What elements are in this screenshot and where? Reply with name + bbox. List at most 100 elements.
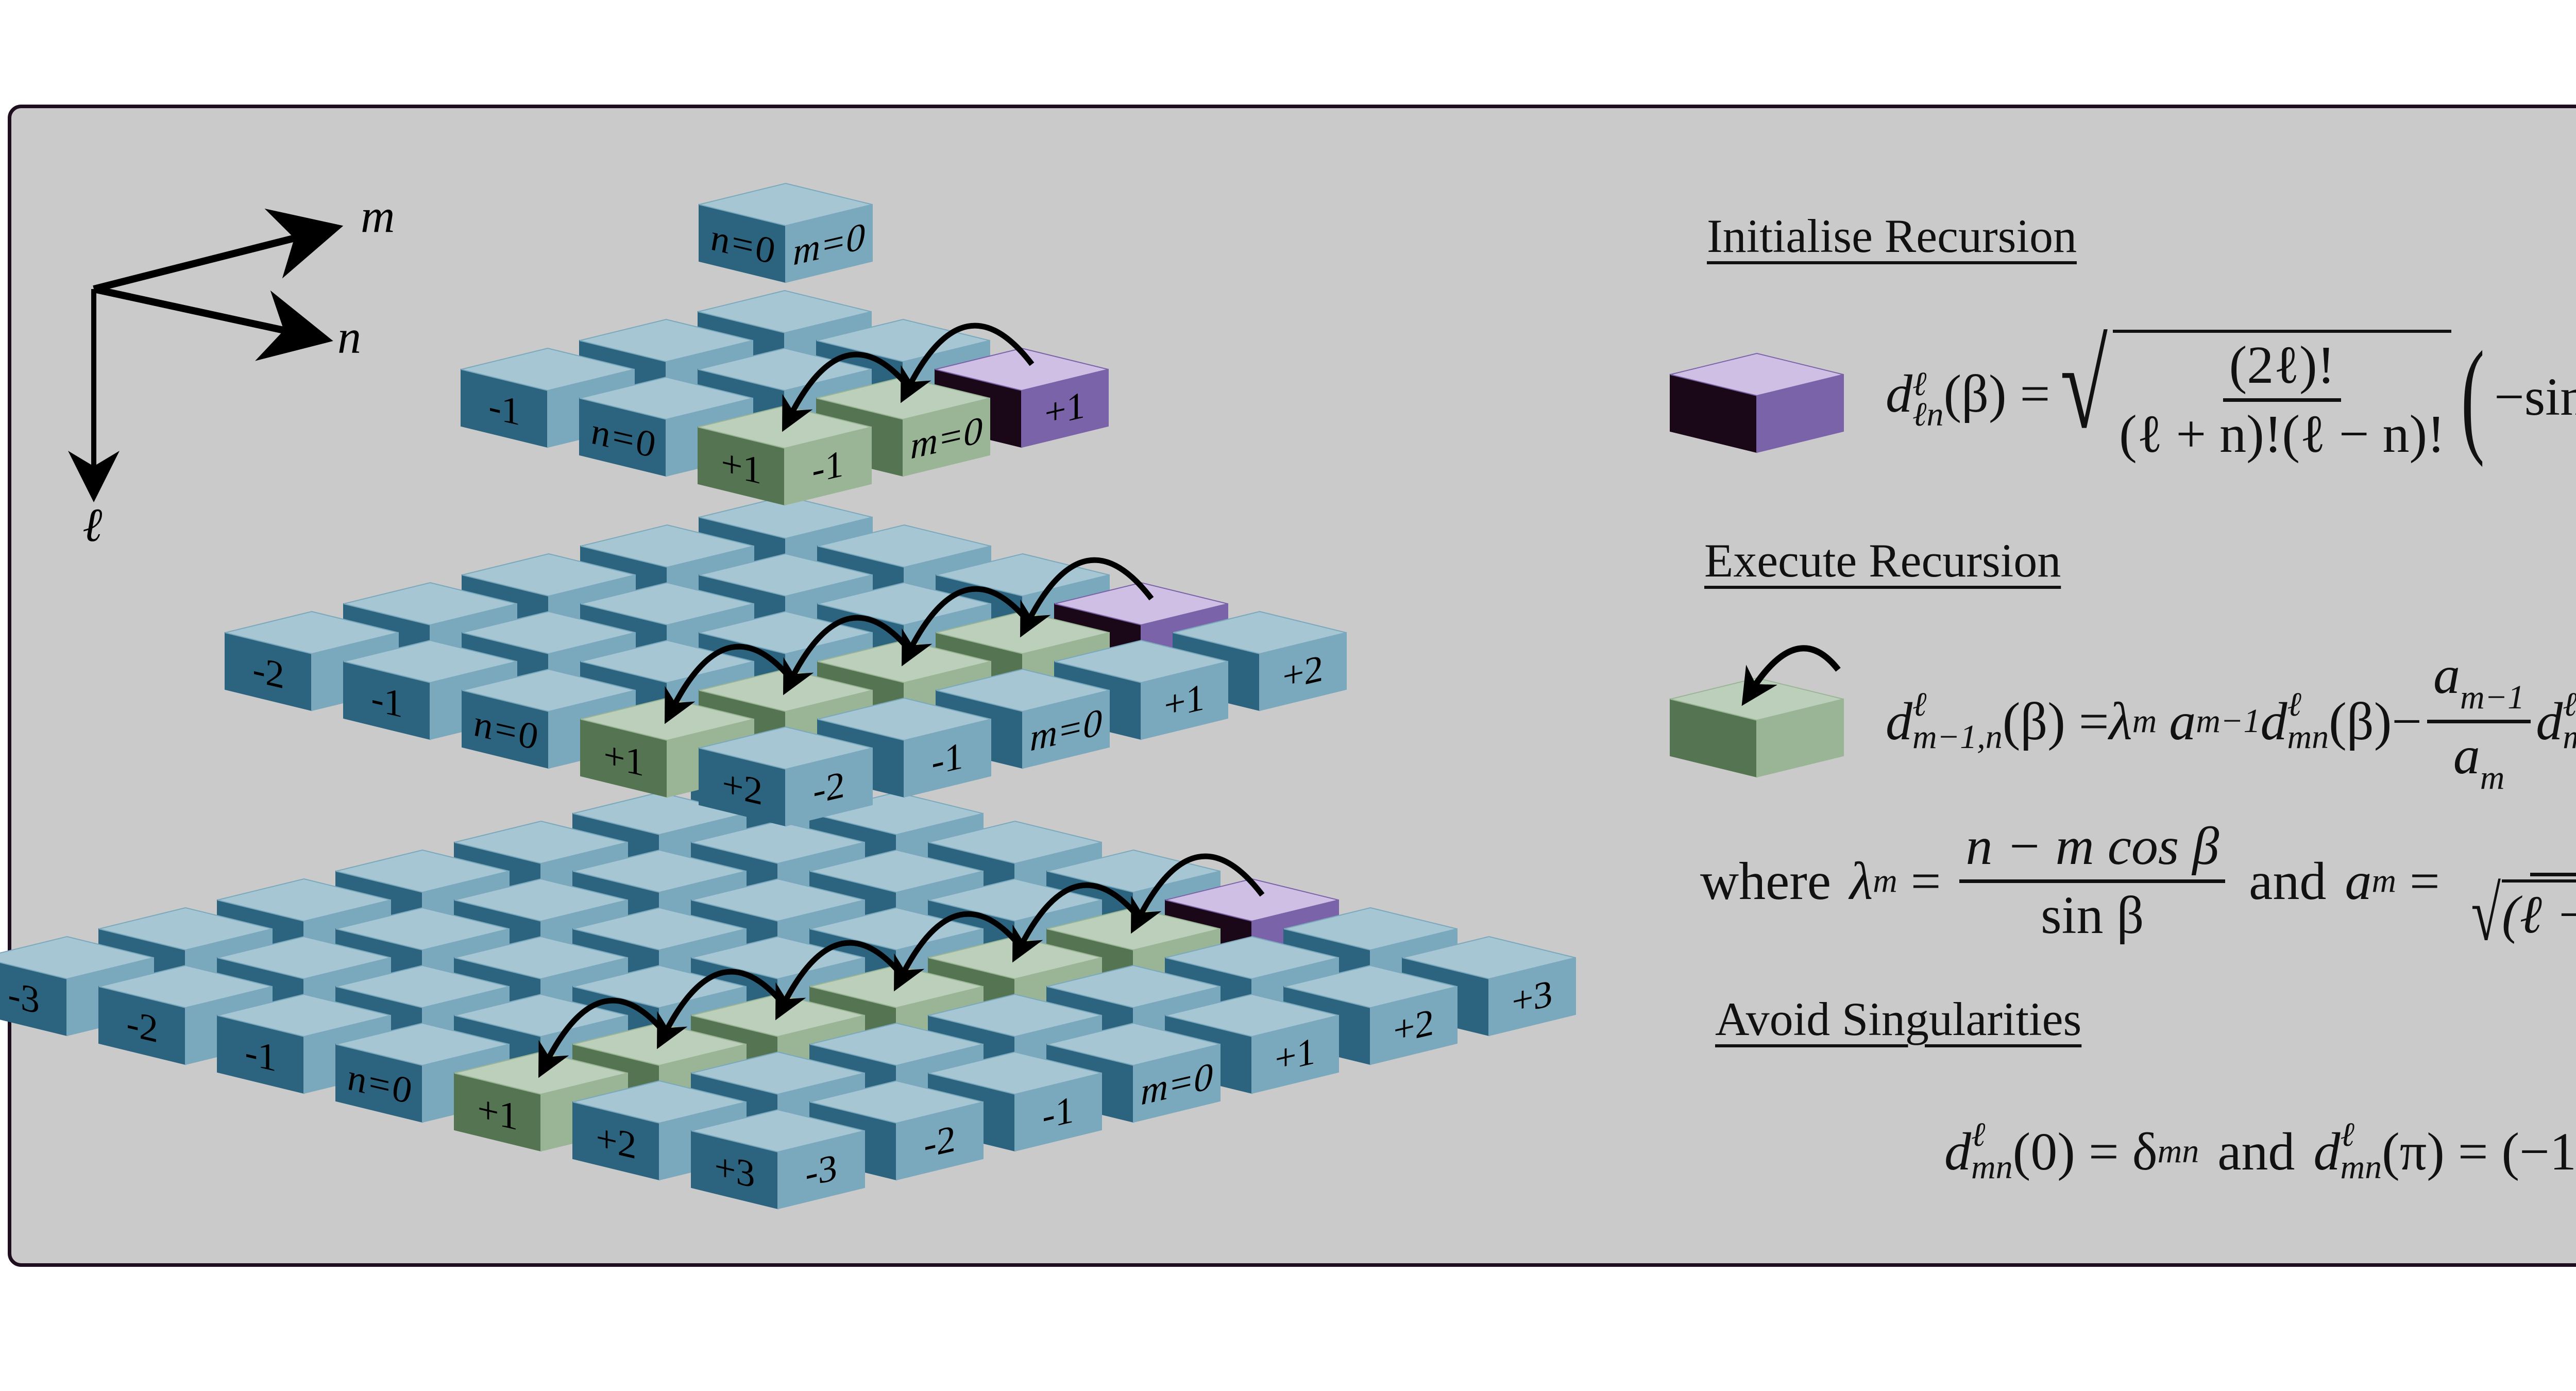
where-a-num: 2: [2530, 810, 2576, 876]
cube-l3-n3-m-1: [928, 1051, 1102, 1152]
m-label: -2: [813, 763, 845, 812]
eq1-frac-num: (2ℓ)!: [2223, 335, 2342, 402]
m-label: +3: [1512, 972, 1553, 1023]
n-label: -1: [245, 1030, 277, 1080]
sing-arg0: (0) = δ: [2012, 1122, 2158, 1181]
recursion-arrow-icon: [902, 586, 1036, 667]
m-label: +1: [1045, 383, 1086, 435]
cube-l2-n2-m-1: [817, 697, 991, 798]
eq1-sub: ℓn: [1912, 396, 1944, 434]
m-label: -1: [1042, 1088, 1074, 1138]
legend-cubes: [1670, 352, 1844, 778]
n-label: -3: [8, 973, 40, 1022]
heading-initialise-recursion: Initialise Recursion: [1707, 210, 2077, 262]
n-axis-label: n: [337, 311, 361, 363]
sing-d1: d: [1944, 1122, 1971, 1181]
eq2-lambda-sub: m: [2132, 702, 2157, 740]
sing-d2: d: [2313, 1122, 2341, 1181]
recursion-arrow-icon: [538, 997, 672, 1078]
m-label: +2: [1283, 647, 1324, 698]
n-label: -1: [371, 676, 403, 726]
eq2-lambda: λ: [2109, 691, 2132, 751]
m-label: -1: [812, 442, 844, 491]
cube-l3-n3-m-3: [691, 1109, 865, 1210]
eq1-sup: ℓ: [1912, 365, 1927, 403]
where-eq1: =: [1897, 851, 1955, 911]
m-label: +1: [1275, 1029, 1316, 1081]
sing-d2-sub: mn: [2340, 1148, 2382, 1186]
m-label: -2: [924, 1117, 956, 1166]
eq2-frac-num-sub: m−1: [2460, 678, 2525, 716]
where-lambda-sub: m: [1873, 862, 1897, 900]
heading-avoid-singularities: Avoid Singularities: [1715, 993, 2082, 1045]
recursion-arrow-icon: [665, 643, 799, 724]
recursion-arrow-icon: [1012, 882, 1146, 963]
sing-arg-pi: (π) = (−1): [2382, 1122, 2576, 1181]
sing-and: and: [2217, 1122, 2295, 1181]
n-label: -2: [126, 1002, 158, 1051]
recursion-arrow-icon: [657, 969, 791, 1049]
where-word: where: [1700, 851, 1832, 911]
eq1-minus-sin: −sin: [2494, 367, 2576, 427]
legend-purple-cube-icon: [1670, 352, 1844, 453]
recursion-arrow-icon: [901, 323, 1035, 403]
eq2-d2-sub: mn: [2287, 718, 2329, 756]
legend-green-cube-icon: [1670, 677, 1844, 778]
eq2-a-sub: m−1: [2196, 702, 2261, 740]
recursion-arrows: [538, 323, 1265, 1078]
sing-d1-sup: ℓ: [1971, 1116, 1986, 1154]
m-axis-label: m: [361, 190, 395, 242]
n-label: -1: [488, 384, 520, 434]
l-axis-label: ℓ: [82, 499, 102, 551]
where-eq2: =: [2396, 851, 2453, 911]
eq1-arg: (β) =: [1943, 364, 2050, 424]
eq2-sub: m−1,n: [1912, 718, 2003, 756]
n-label: +2: [722, 762, 763, 813]
sing-d1-sub: mn: [1971, 1148, 2013, 1186]
eq2-d2-arg: (β)−: [2329, 691, 2422, 751]
where-lambda-num: n − m cos β: [1959, 817, 2226, 883]
cube-l3-n3-m2: [1283, 964, 1458, 1065]
n-label: +1: [604, 733, 645, 785]
where-and: and: [2249, 851, 2327, 911]
eq1-frac-den: (ℓ + n)!(ℓ − n)!: [2119, 404, 2445, 464]
eq2-d3-sup: ℓ: [2563, 686, 2576, 724]
equation-singularities: d ℓmn (0) = δmn and d ℓmn (π) = (−1)ℓ+m …: [1944, 1100, 2576, 1203]
recursion-arrow-icon: [894, 911, 1028, 992]
recursion-arrow-icon: [782, 351, 916, 432]
cube-l0-n0-m0: [699, 182, 873, 283]
m-label: +2: [1394, 1000, 1434, 1052]
n-label: +1: [478, 1087, 518, 1139]
sing-delta-sub: mn: [2157, 1132, 2199, 1170]
where-a-den: (ℓ − m)(ℓ + m + 1): [2501, 885, 2576, 944]
n-label: -2: [252, 648, 284, 697]
eq2-d: d: [1886, 691, 1912, 751]
eq2-d2: d: [2260, 691, 2287, 751]
n-label: +2: [596, 1116, 637, 1167]
eq2-frac-num: a: [2433, 645, 2460, 705]
recursion-arrow-icon: [783, 615, 917, 696]
where-a: a: [2345, 851, 2372, 911]
eq2-sup: ℓ: [1912, 686, 1927, 724]
eq1-d: d: [1886, 364, 1912, 424]
sing-d2-sup: ℓ: [2340, 1116, 2354, 1154]
m-label: -1: [931, 734, 963, 784]
eq2-d3-sub: m+1,n: [2563, 720, 2576, 754]
where-lambda: λ: [1850, 851, 1873, 911]
cube-l2-n2-m-2: [699, 726, 873, 827]
eq2-d3: d: [2536, 691, 2563, 751]
recursion-arrow-icon: [775, 940, 909, 1021]
where-a-sub: m: [2371, 862, 2396, 900]
eq2-a: a: [2169, 691, 2196, 751]
where-lambda-den: sin β: [2041, 885, 2144, 945]
